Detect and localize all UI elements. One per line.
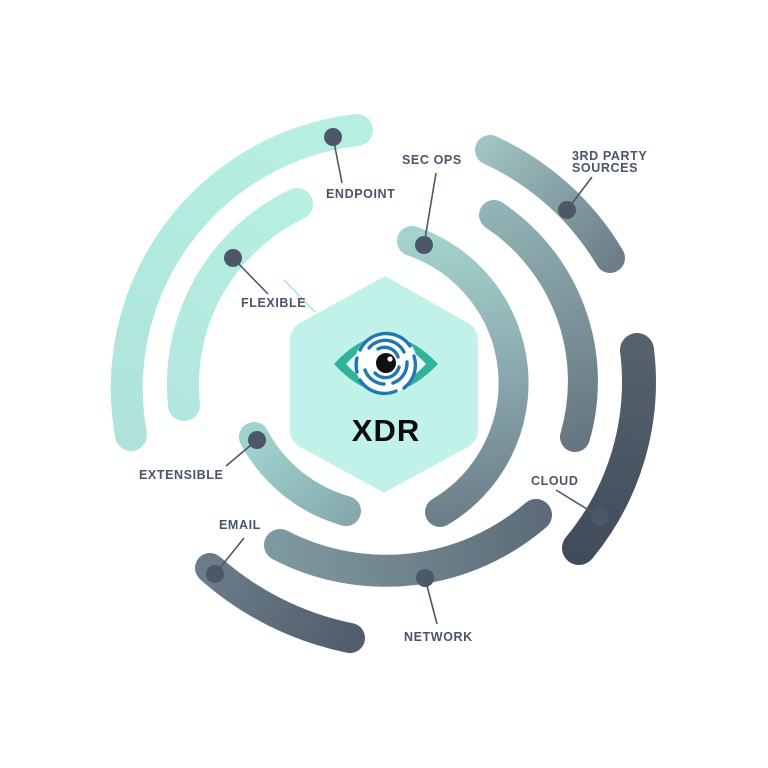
dot-email xyxy=(206,565,224,583)
arc-inner-left xyxy=(166,188,313,421)
arc-extensible xyxy=(239,422,361,526)
arc-cloud xyxy=(562,333,656,565)
label-email: EMAIL xyxy=(219,518,261,532)
arc-sec-ops xyxy=(397,226,529,527)
leader-sec-ops xyxy=(423,172,437,246)
label-cloud: CLOUD xyxy=(531,474,578,488)
label-endpoint: ENDPOINT xyxy=(326,187,395,201)
dot-flexible xyxy=(224,249,242,267)
dot-endpoint xyxy=(324,128,342,146)
label-third-party-line1: 3RD PARTY xyxy=(572,149,647,163)
dot-extensible xyxy=(248,431,266,449)
label-sec-ops: SEC OPS xyxy=(402,153,462,167)
dot-sec-ops xyxy=(415,236,433,254)
arc-network xyxy=(264,499,552,587)
leader-center xyxy=(283,279,316,313)
label-third-party-line2: SOURCES xyxy=(572,161,638,175)
dot-cloud xyxy=(591,508,609,526)
dot-third-party xyxy=(558,201,576,219)
center-title: XDR xyxy=(352,413,420,448)
arc-third-party xyxy=(475,135,625,273)
eye-fingerprint-icon xyxy=(334,331,438,396)
arc-middle-right xyxy=(479,200,598,452)
label-network: NETWORK xyxy=(404,630,473,644)
label-flexible: FLEXIBLE xyxy=(241,296,306,310)
label-extensible: EXTENSIBLE xyxy=(139,468,224,482)
connector-dots xyxy=(206,128,609,587)
dot-network xyxy=(416,569,434,587)
arc-outer-left xyxy=(110,114,373,451)
arc-email xyxy=(195,553,365,653)
